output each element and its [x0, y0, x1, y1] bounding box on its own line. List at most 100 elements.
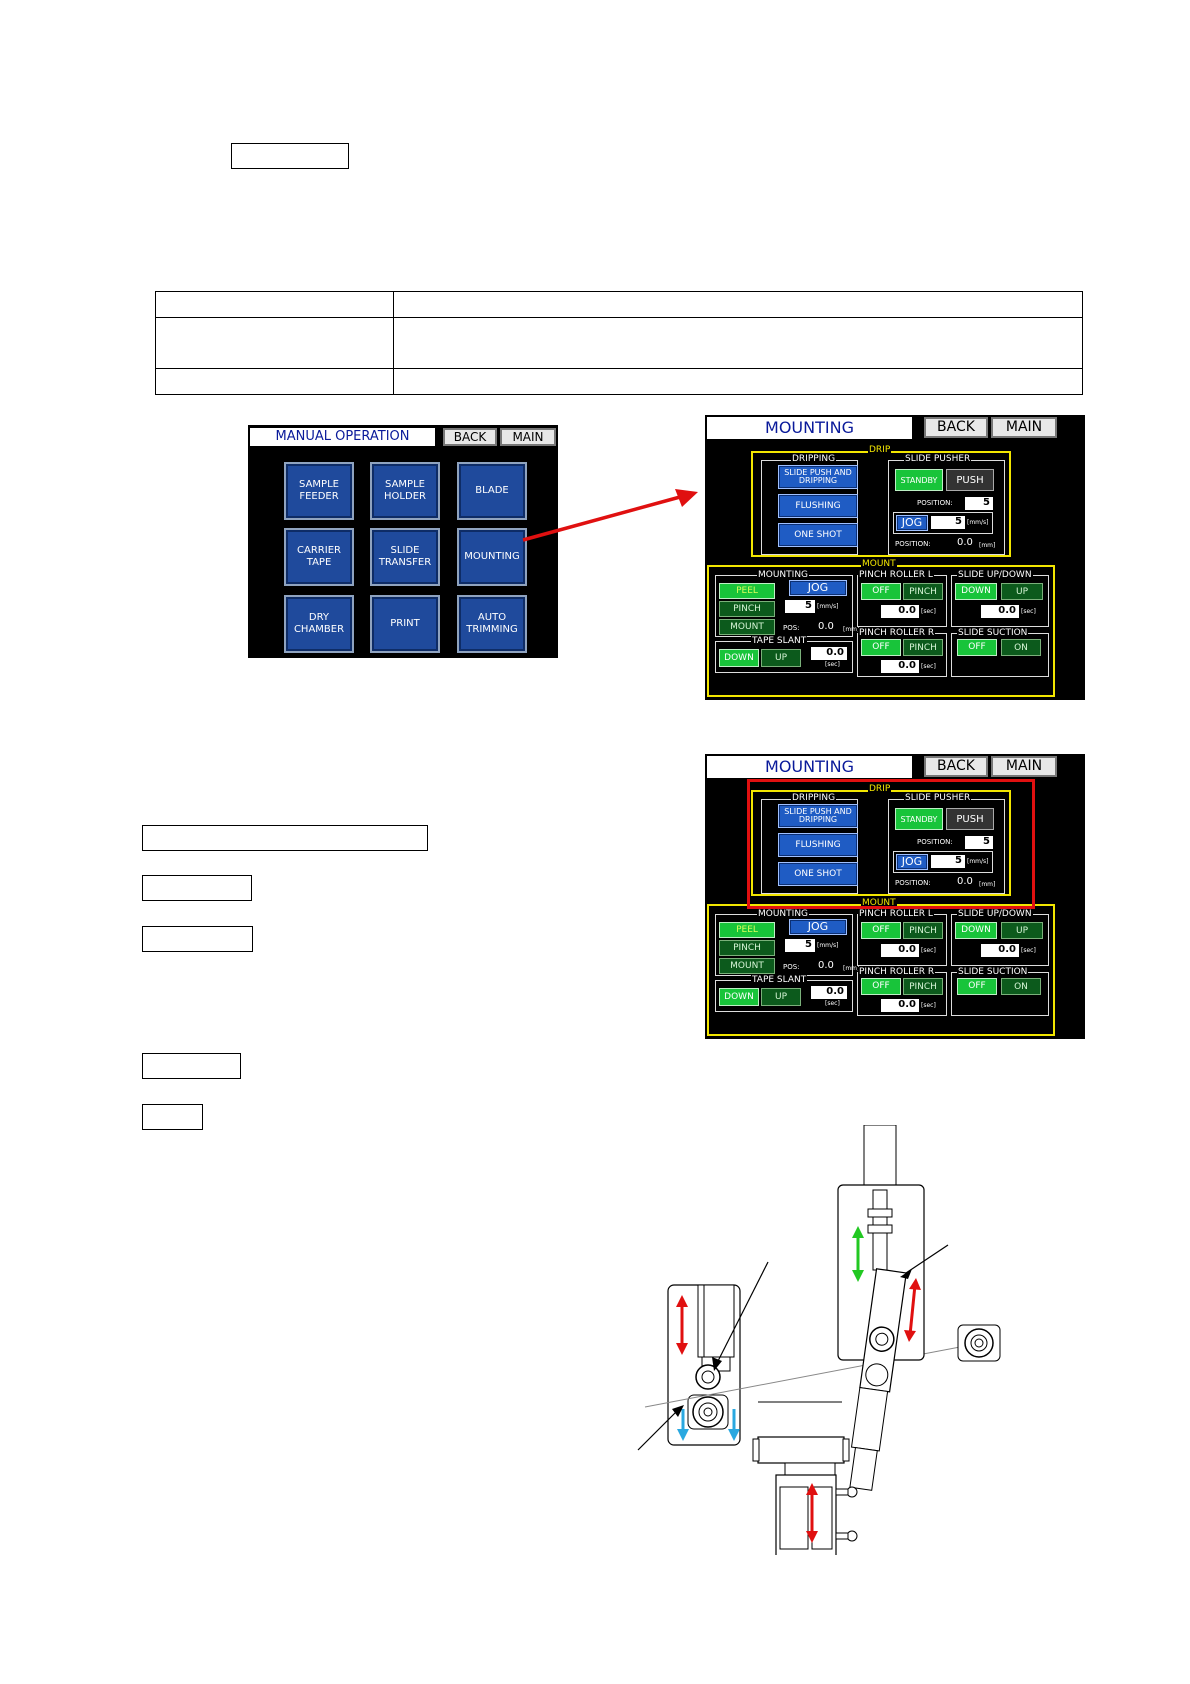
pinch-l-value: 0.0	[881, 944, 919, 957]
push-button[interactable]: PUSH	[946, 469, 994, 491]
suction-on-button[interactable]: ON	[1001, 639, 1041, 656]
pos-label: POS:	[783, 624, 800, 632]
tape-slant-value: 0.0	[811, 647, 847, 660]
back-button[interactable]: BACK	[924, 417, 988, 438]
red-arrow-icon	[522, 489, 698, 542]
jog-group	[893, 512, 993, 534]
jog-button[interactable]: JOG	[896, 515, 928, 531]
jog-button[interactable]: JOG	[896, 854, 928, 870]
peel-button[interactable]: PEEL	[719, 583, 775, 599]
pos-value: 0.0	[818, 621, 834, 632]
one-shot-button[interactable]: ONE SHOT	[778, 862, 858, 886]
jog-value: 5	[931, 516, 965, 529]
pinch-l-pinch-button[interactable]: PINCH	[903, 922, 943, 939]
mount-label: MOUNT	[861, 559, 897, 569]
position2-label: POSITION:	[895, 879, 931, 887]
main-button[interactable]: MAIN	[991, 756, 1057, 777]
peel-button[interactable]: PEEL	[719, 922, 775, 938]
jog-mount-button[interactable]: JOG	[789, 919, 847, 935]
pinch-l-value: 0.0	[881, 605, 919, 618]
tape-down-button[interactable]: DOWN	[719, 649, 759, 667]
suction-off-button[interactable]: OFF	[957, 978, 997, 995]
pinch-r-off-button[interactable]: OFF	[861, 978, 901, 995]
pinch-r-pinch-button[interactable]: PINCH	[903, 639, 943, 656]
blade-button[interactable]: BLADE	[457, 462, 527, 520]
main-button[interactable]: MAIN	[500, 428, 556, 446]
slide-transfer-button[interactable]: SLIDE TRANSFER	[370, 528, 440, 586]
pinch-l-off-button[interactable]: OFF	[861, 922, 901, 939]
slide-suction-label: SLIDE SUCTION	[957, 628, 1029, 638]
main-button[interactable]: MAIN	[991, 417, 1057, 438]
auto-trimming-button[interactable]: AUTO TRIMMING	[457, 595, 527, 653]
jog-group	[893, 851, 993, 873]
pinch-roller-l-label: PINCH ROLLER L	[858, 909, 934, 919]
suction-off-button[interactable]: OFF	[957, 639, 997, 656]
one-shot-button[interactable]: ONE SHOT	[778, 523, 858, 547]
tape-down-button[interactable]: DOWN	[719, 988, 759, 1006]
position2-unit: [mm]	[979, 881, 996, 888]
standby-button[interactable]: STANDBY	[895, 469, 943, 491]
info-table	[155, 291, 1083, 395]
tape-up-button[interactable]: UP	[761, 649, 801, 667]
pos-unit: [mm]	[843, 965, 860, 972]
pinch-button[interactable]: PINCH	[719, 940, 775, 956]
jog-mount-unit: [mm/s]	[817, 603, 839, 610]
pos-unit: [mm]	[843, 626, 860, 633]
pinch-r-pinch-button[interactable]: PINCH	[903, 978, 943, 995]
label-box-4	[142, 1053, 241, 1079]
pinch-l-pinch-button[interactable]: PINCH	[903, 583, 943, 600]
table-cell	[393, 317, 1083, 369]
slide-down-button[interactable]: DOWN	[955, 583, 997, 600]
carrier-tape-button[interactable]: CARRIER TAPE	[284, 528, 354, 586]
table-cell	[393, 368, 1083, 395]
jog-mount-button[interactable]: JOG	[789, 580, 847, 596]
drip-highlight-frame	[747, 779, 1035, 909]
pinch-l-off-button[interactable]: OFF	[861, 583, 901, 600]
position-value: 5	[965, 497, 993, 510]
slide-up-button[interactable]: UP	[1001, 922, 1043, 939]
tape-slant-label: TAPE SLANT	[751, 636, 808, 646]
slide-pusher-label: SLIDE PUSHER	[904, 793, 972, 803]
pinch-r-unit: [sec]	[921, 1002, 936, 1009]
flushing-button[interactable]: FLUSHING	[778, 494, 858, 518]
slide-updown-unit: [sec]	[1021, 608, 1036, 615]
position2-unit: [mm]	[979, 542, 996, 549]
pinch-r-value: 0.0	[881, 999, 919, 1012]
slide-push-dripping-button[interactable]: SLIDE PUSH AND DRIPPING	[778, 804, 858, 828]
pinch-r-off-button[interactable]: OFF	[861, 639, 901, 656]
dry-chamber-button[interactable]: DRY CHAMBER	[284, 595, 354, 653]
pinch-roller-r-label: PINCH ROLLER R	[858, 967, 936, 977]
back-button[interactable]: BACK	[924, 756, 988, 777]
slide-updown-unit: [sec]	[1021, 947, 1036, 954]
position2-label: POSITION:	[895, 540, 931, 548]
slide-push-dripping-button[interactable]: SLIDE PUSH AND DRIPPING	[778, 465, 858, 489]
suction-on-button[interactable]: ON	[1001, 978, 1041, 995]
flushing-button[interactable]: FLUSHING	[778, 833, 858, 857]
tape-up-button[interactable]: UP	[761, 988, 801, 1006]
position2-value: 0.0	[957, 876, 973, 887]
jog-mount-unit: [mm/s]	[817, 942, 839, 949]
mounting-title: MOUNTING	[707, 756, 912, 778]
mounting-button[interactable]: MOUNTING	[457, 528, 527, 586]
mount-button[interactable]: MOUNT	[719, 619, 775, 635]
table-cell	[155, 368, 394, 395]
standby-button[interactable]: STANDBY	[895, 808, 943, 830]
push-button[interactable]: PUSH	[946, 808, 994, 830]
slide-up-button[interactable]: UP	[1001, 583, 1043, 600]
jog-value: 5	[931, 855, 965, 868]
print-button[interactable]: PRINT	[370, 595, 440, 653]
jog-mount-value: 5	[785, 600, 815, 613]
back-button[interactable]: BACK	[443, 428, 497, 446]
position2-value: 0.0	[957, 537, 973, 548]
pinch-r-unit: [sec]	[921, 663, 936, 670]
position-label: POSITION:	[917, 838, 953, 846]
pinch-l-unit: [sec]	[921, 608, 936, 615]
mechanism-diagram	[637, 1125, 1001, 1555]
slide-down-button[interactable]: DOWN	[955, 922, 997, 939]
mounting-group-label: MOUNTING	[757, 570, 810, 580]
tape-slant-unit: [sec]	[825, 1000, 840, 1007]
sample-holder-button[interactable]: SAMPLE HOLDER	[370, 462, 440, 520]
pinch-button[interactable]: PINCH	[719, 601, 775, 617]
sample-feeder-button[interactable]: SAMPLE FEEDER	[284, 462, 354, 520]
mount-button[interactable]: MOUNT	[719, 958, 775, 974]
